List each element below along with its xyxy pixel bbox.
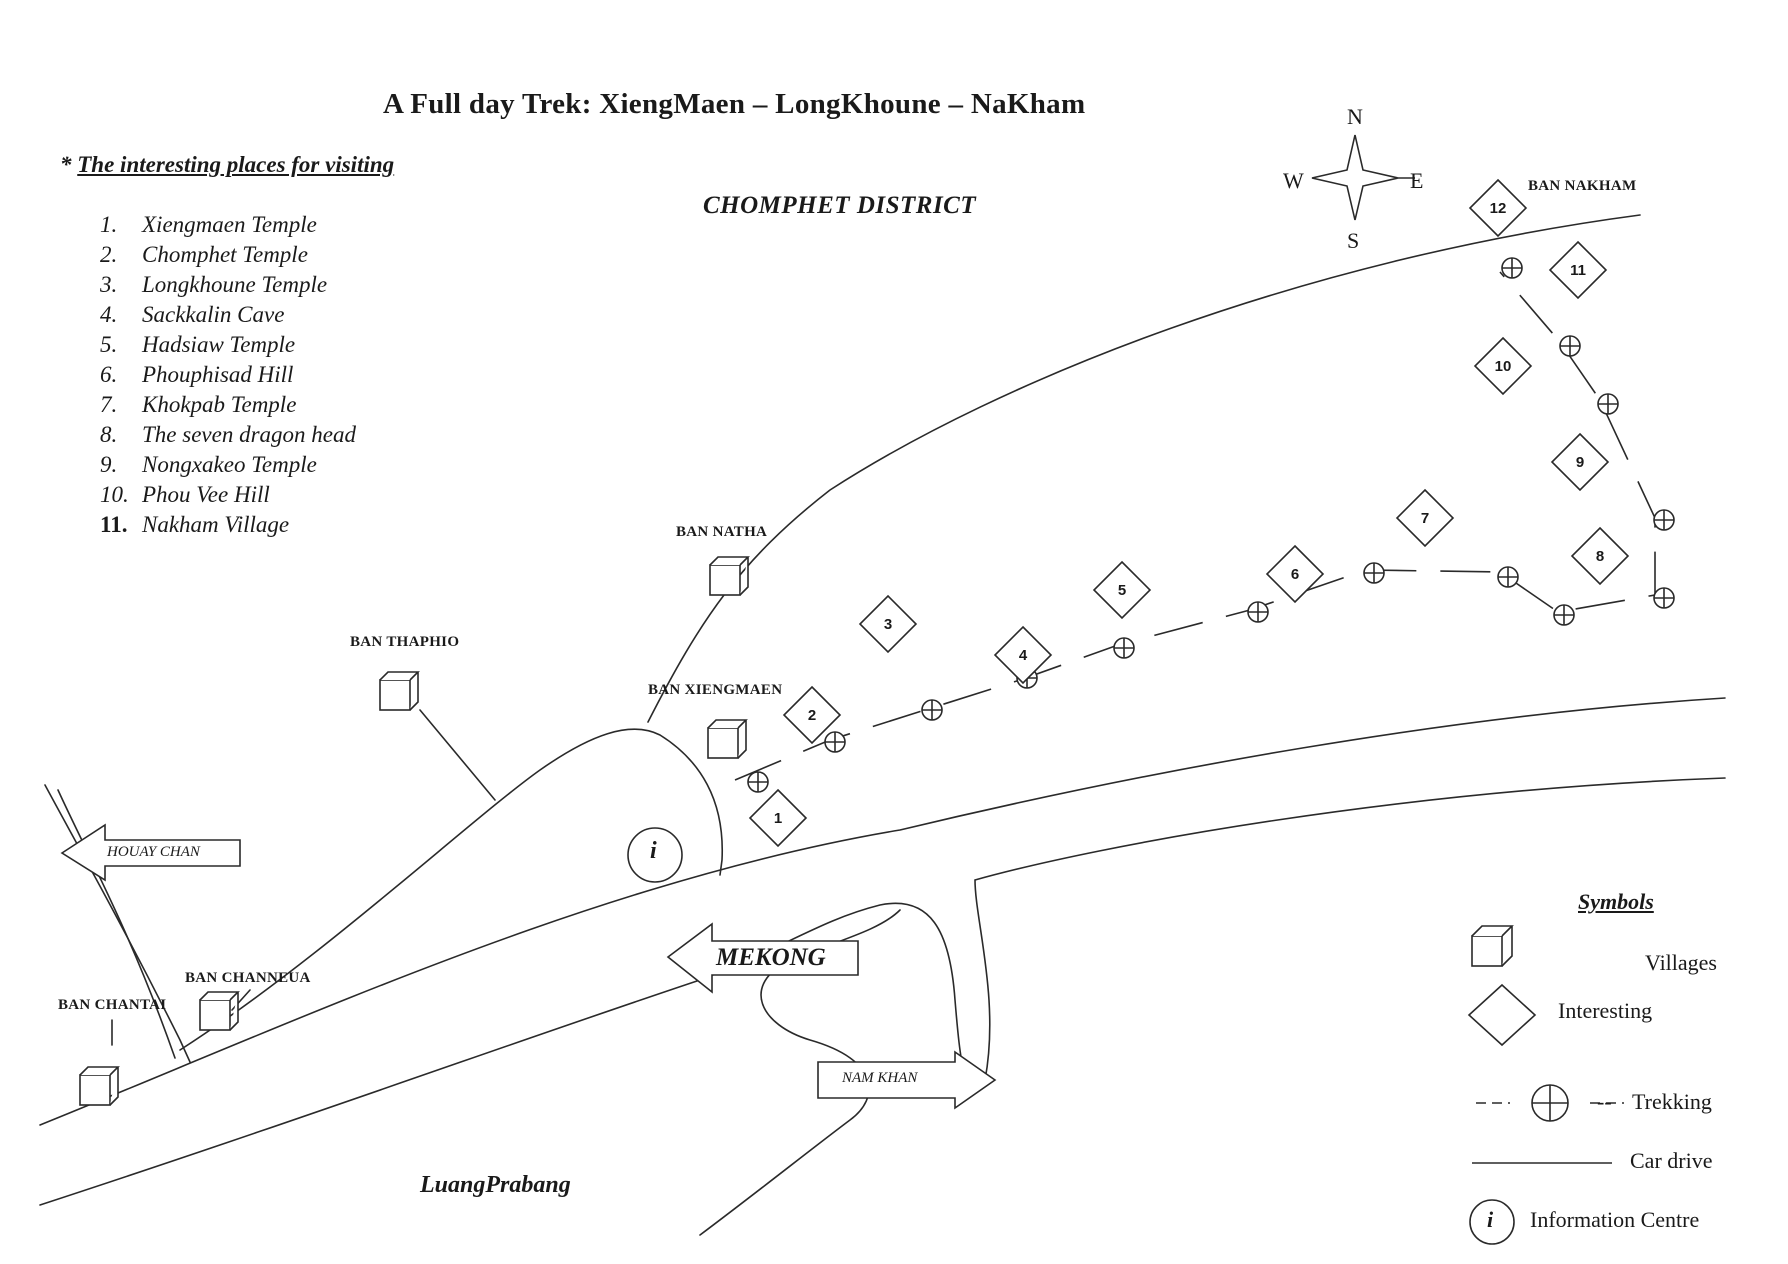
site-number: 6 xyxy=(1291,566,1299,583)
road-to-chantai xyxy=(44,784,191,1063)
compass-rose xyxy=(1311,134,1415,221)
place-item: 6.Phouphisad Hill xyxy=(100,362,294,387)
village-label-xiengmaen: BAN XIENGMAEN xyxy=(648,682,783,698)
houay-chan-arrow xyxy=(60,823,241,882)
site-number: 11 xyxy=(1570,262,1586,279)
site-marker-1: 1 xyxy=(748,788,808,848)
place-item: 10.Phou Vee Hill xyxy=(100,482,270,507)
legend-trekking-symbol xyxy=(1476,1084,1624,1122)
site-marker-12: 12 xyxy=(1468,178,1528,238)
site-number: 12 xyxy=(1490,200,1507,217)
site-marker-8: 8 xyxy=(1570,526,1630,586)
site-number: 3 xyxy=(884,616,892,633)
place-item: 2.Chomphet Temple xyxy=(100,242,308,267)
trek-waypoint xyxy=(824,731,846,753)
village-icon xyxy=(709,556,750,596)
map-title: A Full day Trek: XiengMaen – LongKhoune … xyxy=(383,88,1086,120)
place-item: 9.Nongxakeo Temple xyxy=(100,452,317,477)
village-icon xyxy=(379,671,420,711)
legend-village-symbol xyxy=(1471,925,1514,967)
compass-north-label: N xyxy=(1347,104,1363,129)
houay-chan-stream xyxy=(57,789,176,1059)
legend-interesting-symbol xyxy=(1467,983,1537,1047)
place-item: 11.Nakham Village xyxy=(100,512,290,537)
place-item: 8.The seven dragon head xyxy=(100,422,356,447)
city-label: LuangPrabang xyxy=(420,1172,571,1198)
trek-waypoint xyxy=(1113,637,1135,659)
trek-waypoint xyxy=(1363,562,1385,584)
trek-waypoint xyxy=(1247,601,1269,623)
trekking-path xyxy=(734,271,1656,781)
site-number: 8 xyxy=(1596,548,1604,565)
legend-title: Symbols xyxy=(1578,889,1654,914)
mekong-south-bank xyxy=(39,777,1726,1206)
legend-car-drive-label: Car drive xyxy=(1630,1148,1713,1173)
site-marker-11: 11 xyxy=(1548,240,1608,300)
nam-khan-label: NAM KHAN xyxy=(842,1070,918,1086)
trek-waypoint xyxy=(921,699,943,721)
site-marker-3: 3 xyxy=(858,594,918,654)
village-label-chantai: BAN CHANTAI xyxy=(58,997,167,1013)
place-item: 5.Hadsiaw Temple xyxy=(100,332,296,357)
trek-waypoint xyxy=(1553,604,1575,626)
village-label-natha: BAN NATHA xyxy=(676,524,768,540)
trek-waypoint xyxy=(747,771,769,793)
info-centre-letter: i xyxy=(650,838,657,864)
site-marker-7: 7 xyxy=(1395,488,1455,548)
village-label-nakham: BAN NAKHAM xyxy=(1528,178,1637,194)
legend-info-letter: i xyxy=(1487,1207,1494,1232)
village-label-thaphio: BAN THAPHIO xyxy=(350,634,460,650)
site-number: 2 xyxy=(808,707,816,724)
trek-waypoint xyxy=(1597,393,1619,415)
place-item: 1.Xiengmaen Temple xyxy=(100,212,317,237)
mekong-north-bank xyxy=(39,697,1726,1126)
site-marker-2: 2 xyxy=(782,685,842,745)
site-number: 4 xyxy=(1019,647,1028,664)
compass-south-label: S xyxy=(1347,228,1360,253)
village-icon xyxy=(199,991,240,1031)
compass-west-label: W xyxy=(1283,168,1304,193)
road-to-thaphio xyxy=(179,728,724,1051)
places-list: 1.Xiengmaen Temple 2.Chomphet Temple 3.L… xyxy=(100,210,356,540)
mekong-label: MEKONG xyxy=(716,944,826,971)
legend-trekking-prefix: -- xyxy=(1597,1089,1612,1114)
place-item: 7.Khokpab Temple xyxy=(100,392,297,417)
village-icon xyxy=(79,1066,120,1106)
legend-interesting-label: Interesting xyxy=(1558,998,1653,1023)
nam-khan-arrow xyxy=(817,1050,997,1110)
site-marker-4: 4 xyxy=(993,625,1053,685)
trek-waypoint xyxy=(1653,587,1675,609)
site-number: 5 xyxy=(1118,582,1126,599)
place-item: 4.Sackkalin Cave xyxy=(100,302,285,327)
legend-info-symbol xyxy=(1469,1199,1515,1245)
village-label-channeua: BAN CHANNEUA xyxy=(185,970,311,986)
district-label: CHOMPHET DISTRICT xyxy=(703,192,977,219)
site-marker-5: 5 xyxy=(1092,560,1152,620)
site-number: 7 xyxy=(1421,510,1429,527)
legend-villages-label: Villages xyxy=(1645,950,1717,975)
mekong-arrow xyxy=(666,922,859,994)
trek-waypoint xyxy=(1501,257,1523,279)
info-centre-marker xyxy=(627,827,683,883)
site-marker-9: 9 xyxy=(1550,432,1610,492)
place-item: 3.Longkhoune Temple xyxy=(100,272,328,297)
trek-waypoint xyxy=(1653,509,1675,531)
legend-trekking-label: Trekking xyxy=(1632,1089,1712,1114)
trek-waypoint xyxy=(1497,566,1519,588)
village-icon xyxy=(707,719,748,759)
road-to-nakham xyxy=(647,214,1641,723)
legend-info-label: Information Centre xyxy=(1530,1207,1700,1232)
places-heading: * The interesting places for visiting xyxy=(60,152,395,177)
site-number: 10 xyxy=(1495,358,1512,375)
site-number: 9 xyxy=(1576,454,1584,471)
site-number: 1 xyxy=(774,810,782,827)
site-marker-6: 6 xyxy=(1265,544,1325,604)
compass-east-label: E xyxy=(1410,168,1424,193)
trek-waypoint xyxy=(1559,335,1581,357)
houay-chan-label: HOUAY CHAN xyxy=(107,844,200,860)
site-marker-10: 10 xyxy=(1473,336,1533,396)
